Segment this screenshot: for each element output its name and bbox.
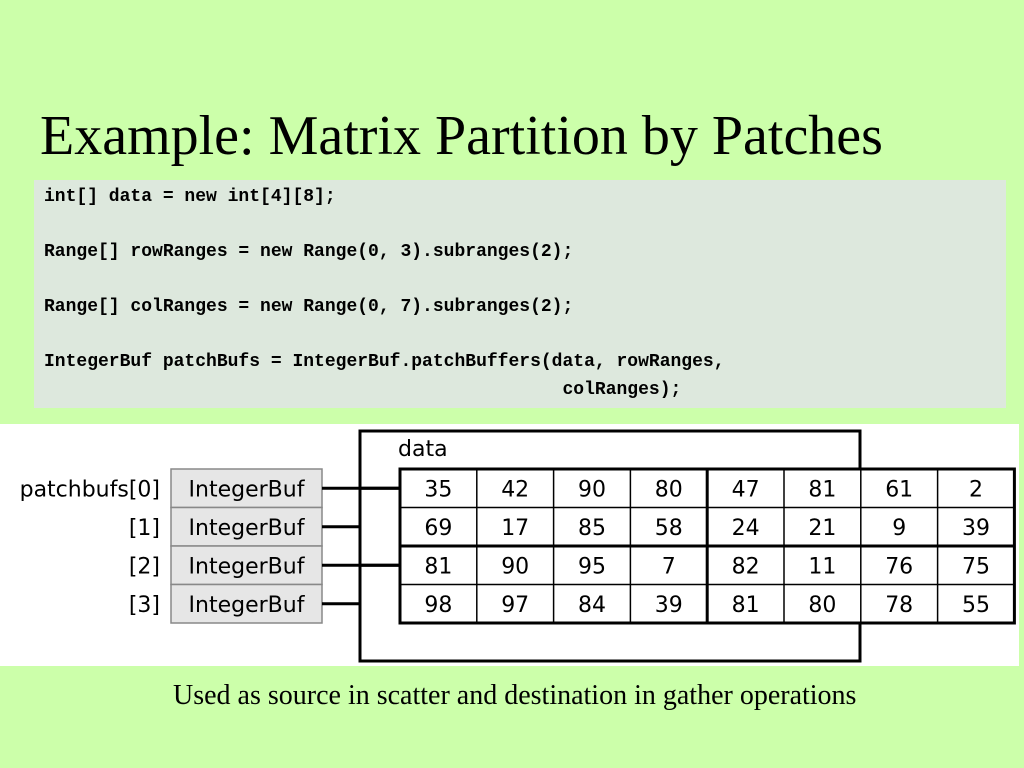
code-block: int[] data = new int[4][8]; Range[] rowR… (34, 180, 1006, 408)
patch-diagram-svg: data 35 42 90 80 47 81 61 2 69 17 85 58 24 21 9 39 81 90 95… (20, 429, 1016, 663)
integerbuf-box (170, 506, 323, 547)
matrix-cell: 69 (424, 516, 452, 541)
matrix-cell: 82 (732, 554, 760, 579)
matrix-cell: 90 (501, 554, 529, 579)
buffer-index-label: [1] (129, 516, 160, 541)
matrix-cell: 42 (501, 477, 529, 502)
integerbuf-box (170, 545, 323, 586)
buffer-index-label: patchbufs[0] (20, 477, 160, 502)
matrix-cell: 39 (962, 516, 990, 541)
matrix-cell: 81 (732, 593, 760, 618)
integerbuf-label: IntegerBuf (189, 593, 306, 618)
matrix-border (398, 467, 1016, 625)
buffer-connector (322, 486, 400, 529)
matrix-cell: 80 (808, 593, 836, 618)
matrix-cell: 81 (424, 554, 452, 579)
matrix-cell: 17 (501, 516, 529, 541)
integerbuf-label: IntegerBuf (189, 516, 306, 541)
matrix-cell: 21 (808, 516, 836, 541)
code-line: Range[] colRanges = new Range(0, 7).subr… (44, 297, 574, 317)
buffer-connector (322, 563, 400, 606)
integerbuf-label: IntegerBuf (189, 477, 306, 502)
matrix-cell: 84 (578, 593, 606, 618)
buffer-index-label: [2] (129, 554, 160, 579)
matrix-cell: 61 (885, 477, 913, 502)
matrix-cell: 9 (892, 516, 906, 541)
matrix-cell: 24 (732, 516, 760, 541)
caption: Used as source in scatter and destinatio… (173, 680, 857, 711)
matrix-cell: 78 (885, 593, 913, 618)
matrix-cell: 2 (969, 477, 983, 502)
matrix-cell: 35 (424, 477, 452, 502)
integerbuf-box (170, 583, 323, 624)
matrix-cell: 47 (732, 477, 760, 502)
code-line: IntegerBuf patchBufs = IntegerBuf.patchB… (44, 352, 725, 372)
data-label: data (398, 437, 448, 462)
matrix-cell: 76 (885, 554, 913, 579)
integerbuf-label: IntegerBuf (189, 554, 306, 579)
patch-diagram: data 35 42 90 80 47 81 61 2 69 17 85 58 24 21 9 39 81 90 95… (0, 424, 1019, 666)
integerbuf-box (170, 468, 323, 509)
matrix-cell: 11 (808, 554, 836, 579)
matrix-cell: 90 (578, 477, 606, 502)
matrix-cell: 75 (962, 554, 990, 579)
buffer-index-label: [3] (129, 593, 160, 618)
matrix-cell: 39 (655, 593, 683, 618)
matrix-cell: 85 (578, 516, 606, 541)
code-line: int[] data = new int[4][8]; (44, 187, 336, 207)
code-line: Range[] rowRanges = new Range(0, 3).subr… (44, 242, 574, 262)
slide-title: Example: Matrix Partition by Patches (40, 105, 883, 167)
matrix-cell: 97 (501, 593, 529, 618)
matrix-cell: 98 (424, 593, 452, 618)
matrix-cell: 81 (808, 477, 836, 502)
code-line: colRanges); (44, 380, 682, 400)
matrix-cell: 95 (578, 554, 606, 579)
matrix-cell: 55 (962, 593, 990, 618)
matrix-cell: 58 (655, 516, 683, 541)
matrix-cell: 7 (662, 554, 676, 579)
matrix-cell: 80 (655, 477, 683, 502)
